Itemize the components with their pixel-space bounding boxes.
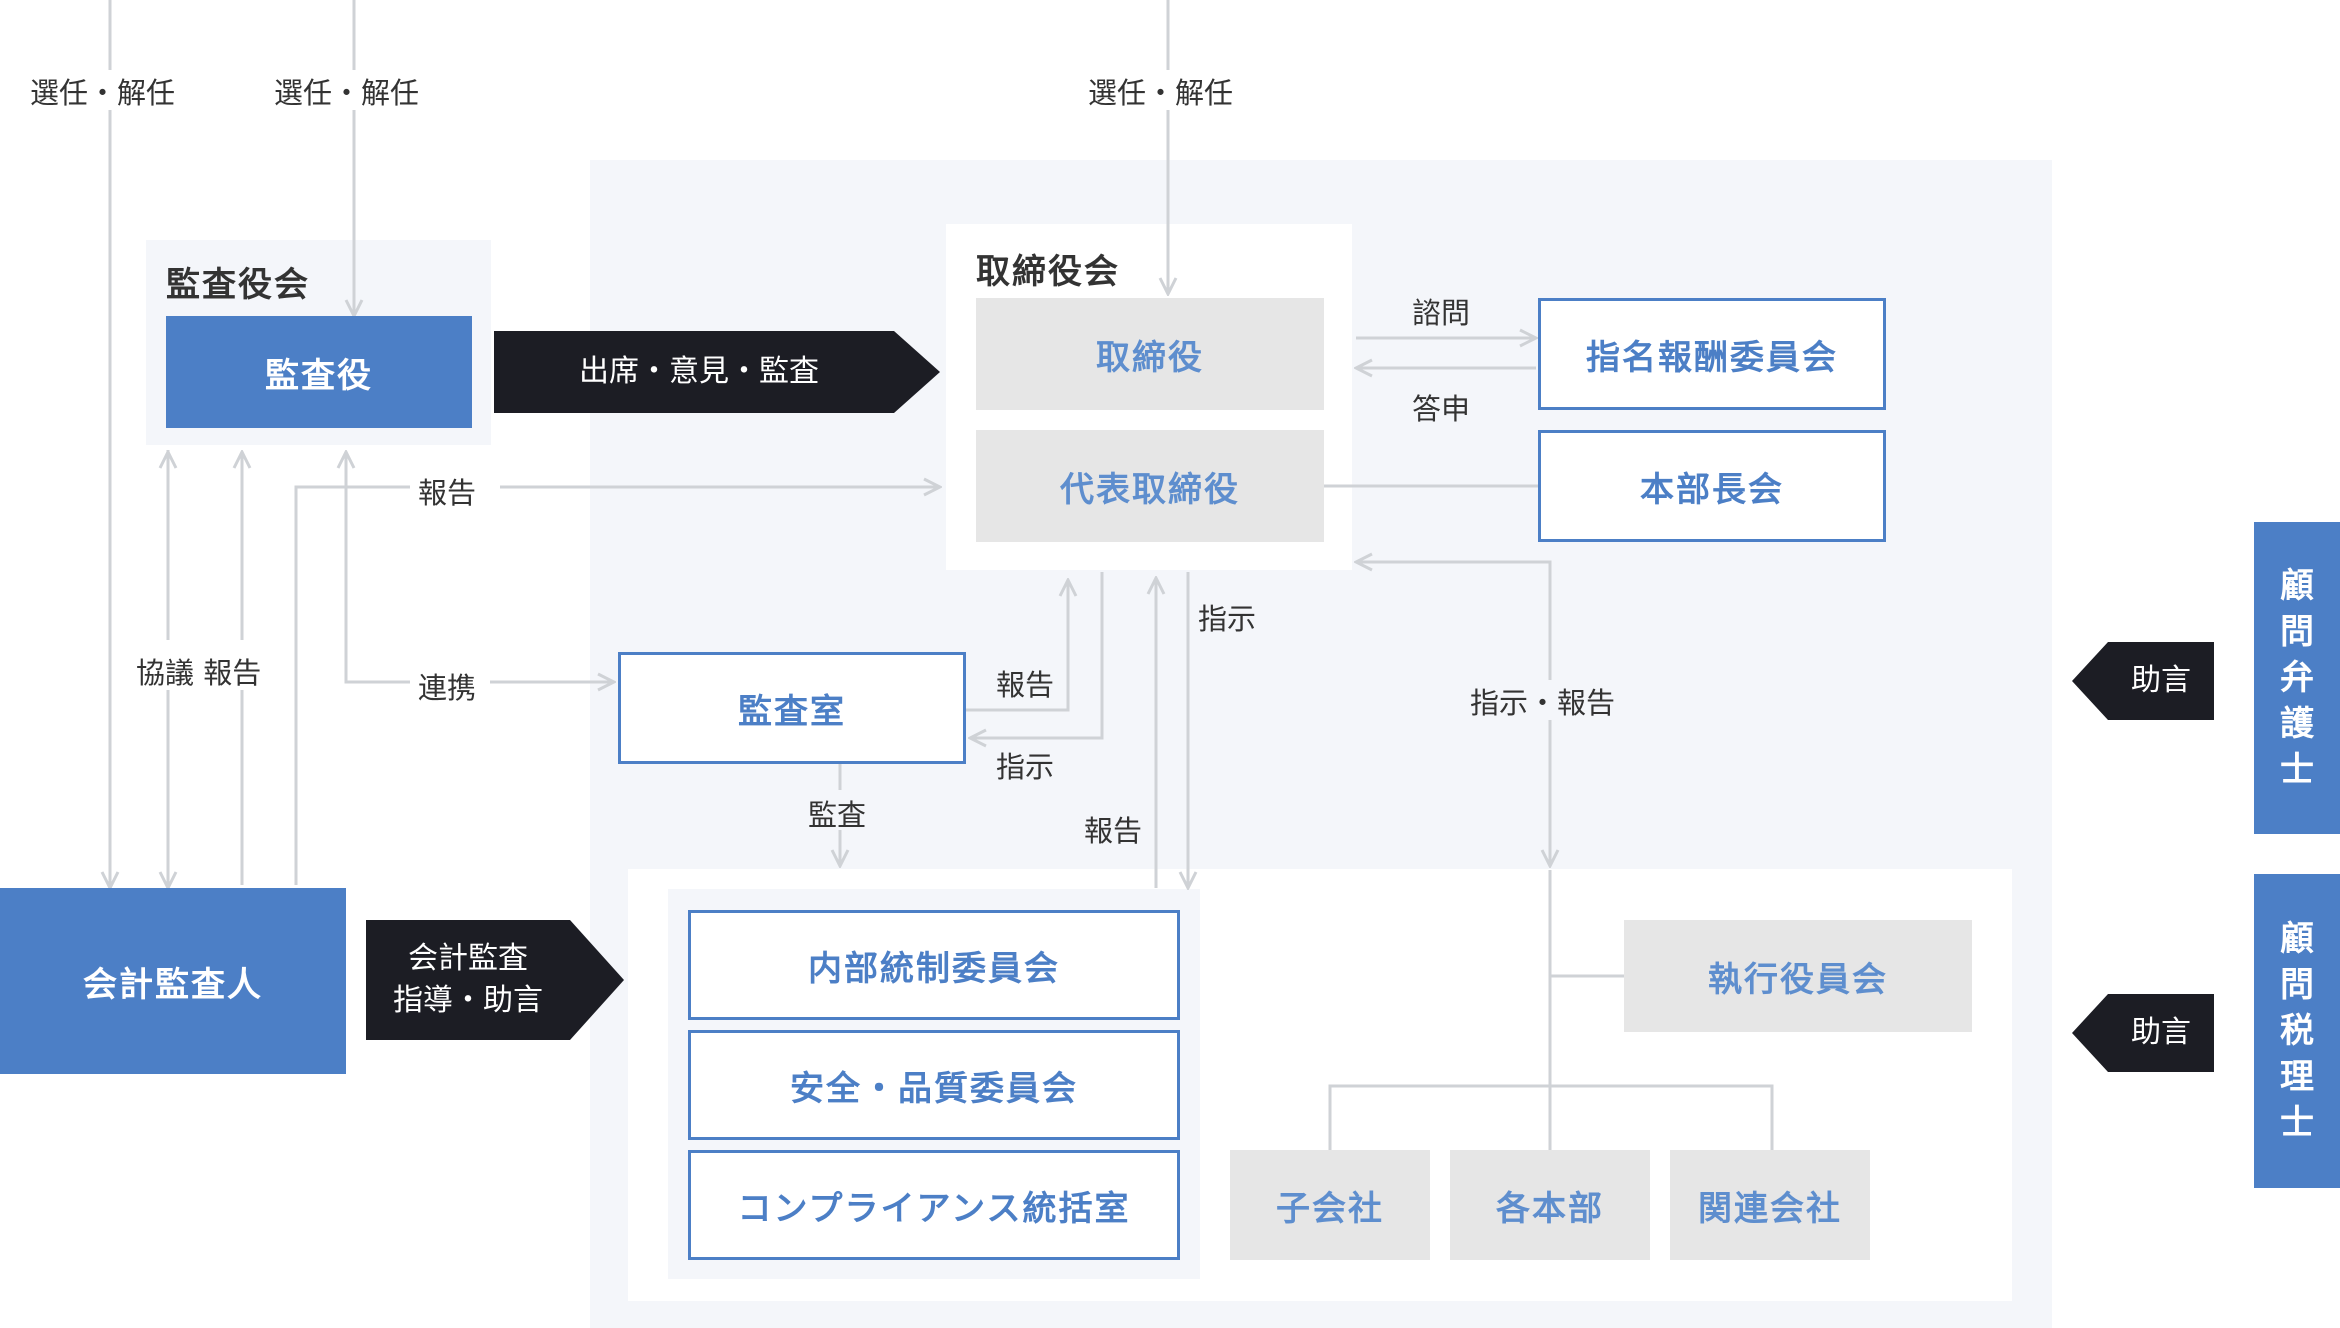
advisor-tax-accountant[interactable]: 顧 問 税 理 士 bbox=[2254, 874, 2340, 1188]
advice-tag-label-2: 助言 bbox=[2131, 1015, 2191, 1050]
label-renkei: 連携 bbox=[418, 671, 477, 705]
attend-tag-label: 出席・意見・監査 bbox=[579, 354, 819, 389]
accounting-auditor-box[interactable]: 会計監査人 bbox=[0, 888, 346, 1074]
nomination-committee-box[interactable]: 指名報酬委員会 bbox=[1538, 298, 1886, 410]
label-report-top: 報告 bbox=[418, 476, 477, 510]
committee-internal-control[interactable]: 内部統制委員会 bbox=[688, 910, 1180, 1020]
advice-arrow-tag-2 bbox=[2072, 994, 2214, 1072]
honbucho-kai-box[interactable]: 本部長会 bbox=[1538, 430, 1886, 542]
advisor-lawyer-char: 問 bbox=[2280, 612, 2314, 652]
accounting-tag-label: 会計監査 指導・助言 bbox=[366, 920, 570, 1040]
advisor-lawyer-char: 士 bbox=[2280, 750, 2314, 790]
committee-safety-quality[interactable]: 安全・品質委員会 bbox=[688, 1030, 1180, 1140]
board-title: 取締役会 bbox=[976, 252, 1120, 292]
label-shimon: 諮問 bbox=[1412, 296, 1471, 330]
attend-arrow-tag bbox=[494, 331, 940, 413]
advisor-tax-char: 士 bbox=[2280, 1103, 2314, 1143]
advisor-lawyer-char: 護 bbox=[2280, 704, 2314, 744]
label-shiji-hokoku: 指示・報告 bbox=[1470, 686, 1616, 720]
label-hokoku-room: 報告 bbox=[996, 668, 1055, 702]
advisor-lawyer[interactable]: 顧 問 弁 護 士 bbox=[2254, 522, 2340, 834]
unit-subsidiaries[interactable]: 子会社 bbox=[1230, 1150, 1430, 1260]
advisor-lawyer-char: 弁 bbox=[2280, 658, 2314, 698]
advice-arrow-tag-1 bbox=[2072, 642, 2214, 720]
advisor-tax-char: 理 bbox=[2280, 1057, 2314, 1097]
accounting-arrow-tag bbox=[366, 920, 624, 1040]
committee-compliance[interactable]: コンプライアンス統括室 bbox=[688, 1150, 1180, 1260]
label-elect-3: 選任・解任 bbox=[1088, 76, 1234, 110]
label-elect-2: 選任・解任 bbox=[274, 76, 420, 110]
advisor-tax-char: 問 bbox=[2280, 965, 2314, 1005]
audit-room-box[interactable]: 監査室 bbox=[618, 652, 966, 764]
advisor-tax-char: 顧 bbox=[2280, 919, 2314, 959]
label-elect-1: 選任・解任 bbox=[30, 76, 176, 110]
kansayaku-box[interactable]: 監査役 bbox=[166, 316, 472, 428]
label-shiji-mid: 指示 bbox=[1198, 602, 1257, 636]
accounting-tag-line2: 指導・助言 bbox=[393, 983, 543, 1018]
rep-director-box[interactable]: 代表取締役 bbox=[976, 430, 1324, 542]
label-kyogi-hokoku: 協議 報告 bbox=[136, 656, 262, 690]
unit-divisions[interactable]: 各本部 bbox=[1450, 1150, 1650, 1260]
label-kansa: 監査 bbox=[808, 798, 867, 832]
label-toshin: 答申 bbox=[1412, 392, 1471, 426]
label-shiji-room: 指示 bbox=[996, 750, 1055, 784]
advisor-lawyer-char: 顧 bbox=[2280, 566, 2314, 606]
executive-committee-box[interactable]: 執行役員会 bbox=[1624, 920, 1972, 1032]
advisor-tax-char: 税 bbox=[2280, 1011, 2314, 1051]
accounting-tag-line1: 会計監査 bbox=[408, 941, 528, 976]
advice-tag-label-1: 助言 bbox=[2131, 663, 2191, 698]
kansayakukai-title: 監査役会 bbox=[166, 265, 310, 305]
unit-affiliates[interactable]: 関連会社 bbox=[1670, 1150, 1870, 1260]
director-box[interactable]: 取締役 bbox=[976, 298, 1324, 410]
label-hokoku-low: 報告 bbox=[1084, 814, 1143, 848]
